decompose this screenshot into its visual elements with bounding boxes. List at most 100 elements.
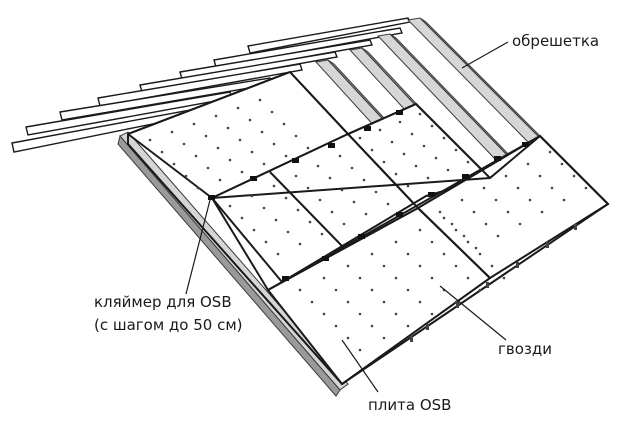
nail-dot xyxy=(284,196,288,200)
underside-nail xyxy=(456,302,459,308)
nail-dot xyxy=(442,136,446,140)
nail-dot xyxy=(446,168,450,172)
nail-dot xyxy=(298,242,302,246)
nail-dot xyxy=(494,198,498,202)
nail-dot xyxy=(466,276,470,280)
osb-clip xyxy=(208,195,215,200)
nail-dot xyxy=(272,184,276,188)
nail-dot xyxy=(250,194,254,198)
nail-dot xyxy=(466,240,470,244)
nail-dot xyxy=(394,240,398,244)
roof-lath-strips xyxy=(11,17,412,153)
nail-dot xyxy=(466,160,470,164)
eave-beam-face xyxy=(117,134,341,397)
nail-dot xyxy=(298,288,302,292)
osb-clip xyxy=(282,276,289,281)
nail-dot xyxy=(462,234,466,238)
nail-dot xyxy=(418,228,422,232)
nail-dot xyxy=(358,136,362,140)
nail-dot xyxy=(236,106,240,110)
nail-dot xyxy=(214,114,218,118)
nail-dot xyxy=(274,218,278,222)
nail-dot xyxy=(550,186,554,190)
nail-dot xyxy=(538,174,542,178)
nail-dot xyxy=(418,112,422,116)
underside-nail xyxy=(516,262,519,268)
nail-dot xyxy=(402,152,406,156)
nail-dot xyxy=(240,170,244,174)
label-clip-line2: (с шагом до 50 см) xyxy=(94,316,243,334)
nail-dot xyxy=(382,300,386,304)
label-clip-line1: кляймер для OSB xyxy=(94,293,232,311)
nail-dot xyxy=(204,134,208,138)
nail-dot xyxy=(160,150,164,154)
nail-dot xyxy=(394,276,398,280)
nail-dot xyxy=(320,232,324,236)
nail-dot xyxy=(350,166,354,170)
nail-dot xyxy=(560,162,564,166)
nail-dot xyxy=(370,288,374,292)
nail-dot xyxy=(382,160,386,164)
nail-dot xyxy=(442,216,446,220)
nail-dot xyxy=(270,110,274,114)
seam xyxy=(269,171,343,247)
nail-dot xyxy=(454,148,458,152)
nail-dot xyxy=(454,228,458,232)
lath-strip xyxy=(179,39,373,80)
nail-dot xyxy=(418,264,422,268)
nail-dot xyxy=(206,166,210,170)
clip-leader xyxy=(185,199,211,295)
nail-dot xyxy=(248,118,252,122)
nail-dot xyxy=(262,162,266,166)
nail-dot xyxy=(482,186,486,190)
nail-dot xyxy=(434,156,438,160)
nail-dot xyxy=(358,348,362,352)
nail-dot xyxy=(216,146,220,150)
nail-dot xyxy=(584,186,588,190)
osb-clip xyxy=(364,126,371,131)
nail-dot xyxy=(370,252,374,256)
nail-dot xyxy=(352,200,356,204)
nail-dot xyxy=(406,324,410,328)
nail-dot xyxy=(438,210,442,214)
nail-dot xyxy=(406,288,410,292)
osb-clip xyxy=(428,192,435,197)
nail-dot xyxy=(172,162,176,166)
seam xyxy=(347,133,419,209)
nail-dot xyxy=(296,208,300,212)
underside-nail xyxy=(426,324,429,330)
underside-nail xyxy=(486,282,489,288)
leader-lines xyxy=(185,41,509,393)
nail-dot xyxy=(284,154,288,158)
nail-dot xyxy=(484,222,488,226)
nail-dot xyxy=(318,198,322,202)
nail-dot xyxy=(548,150,552,154)
lath-strip xyxy=(97,63,303,107)
nail-dot xyxy=(526,162,530,166)
nail-dot xyxy=(478,288,482,292)
nail-dot xyxy=(454,264,458,268)
nail-dot xyxy=(378,128,382,132)
nail-dot xyxy=(194,154,198,158)
nail-dot xyxy=(258,98,262,102)
nail-dot xyxy=(474,246,478,250)
nail-dot xyxy=(182,142,186,146)
nail-dot xyxy=(572,174,576,178)
nail-dot xyxy=(346,264,350,268)
underside-nail xyxy=(574,224,577,230)
osb-clip xyxy=(358,234,365,239)
nail-dot xyxy=(346,336,350,340)
nail-dot xyxy=(518,222,522,226)
nail-dot xyxy=(502,276,506,280)
nail-dot xyxy=(430,276,434,280)
board-leader xyxy=(341,339,379,393)
nail-dot xyxy=(528,198,532,202)
osb-clip xyxy=(396,110,403,115)
osb-clip xyxy=(322,256,329,261)
nail-dot xyxy=(294,134,298,138)
osb-clip xyxy=(522,142,529,147)
nail-dot xyxy=(272,142,276,146)
lath-strip xyxy=(213,27,403,68)
nail-dot xyxy=(382,336,386,340)
